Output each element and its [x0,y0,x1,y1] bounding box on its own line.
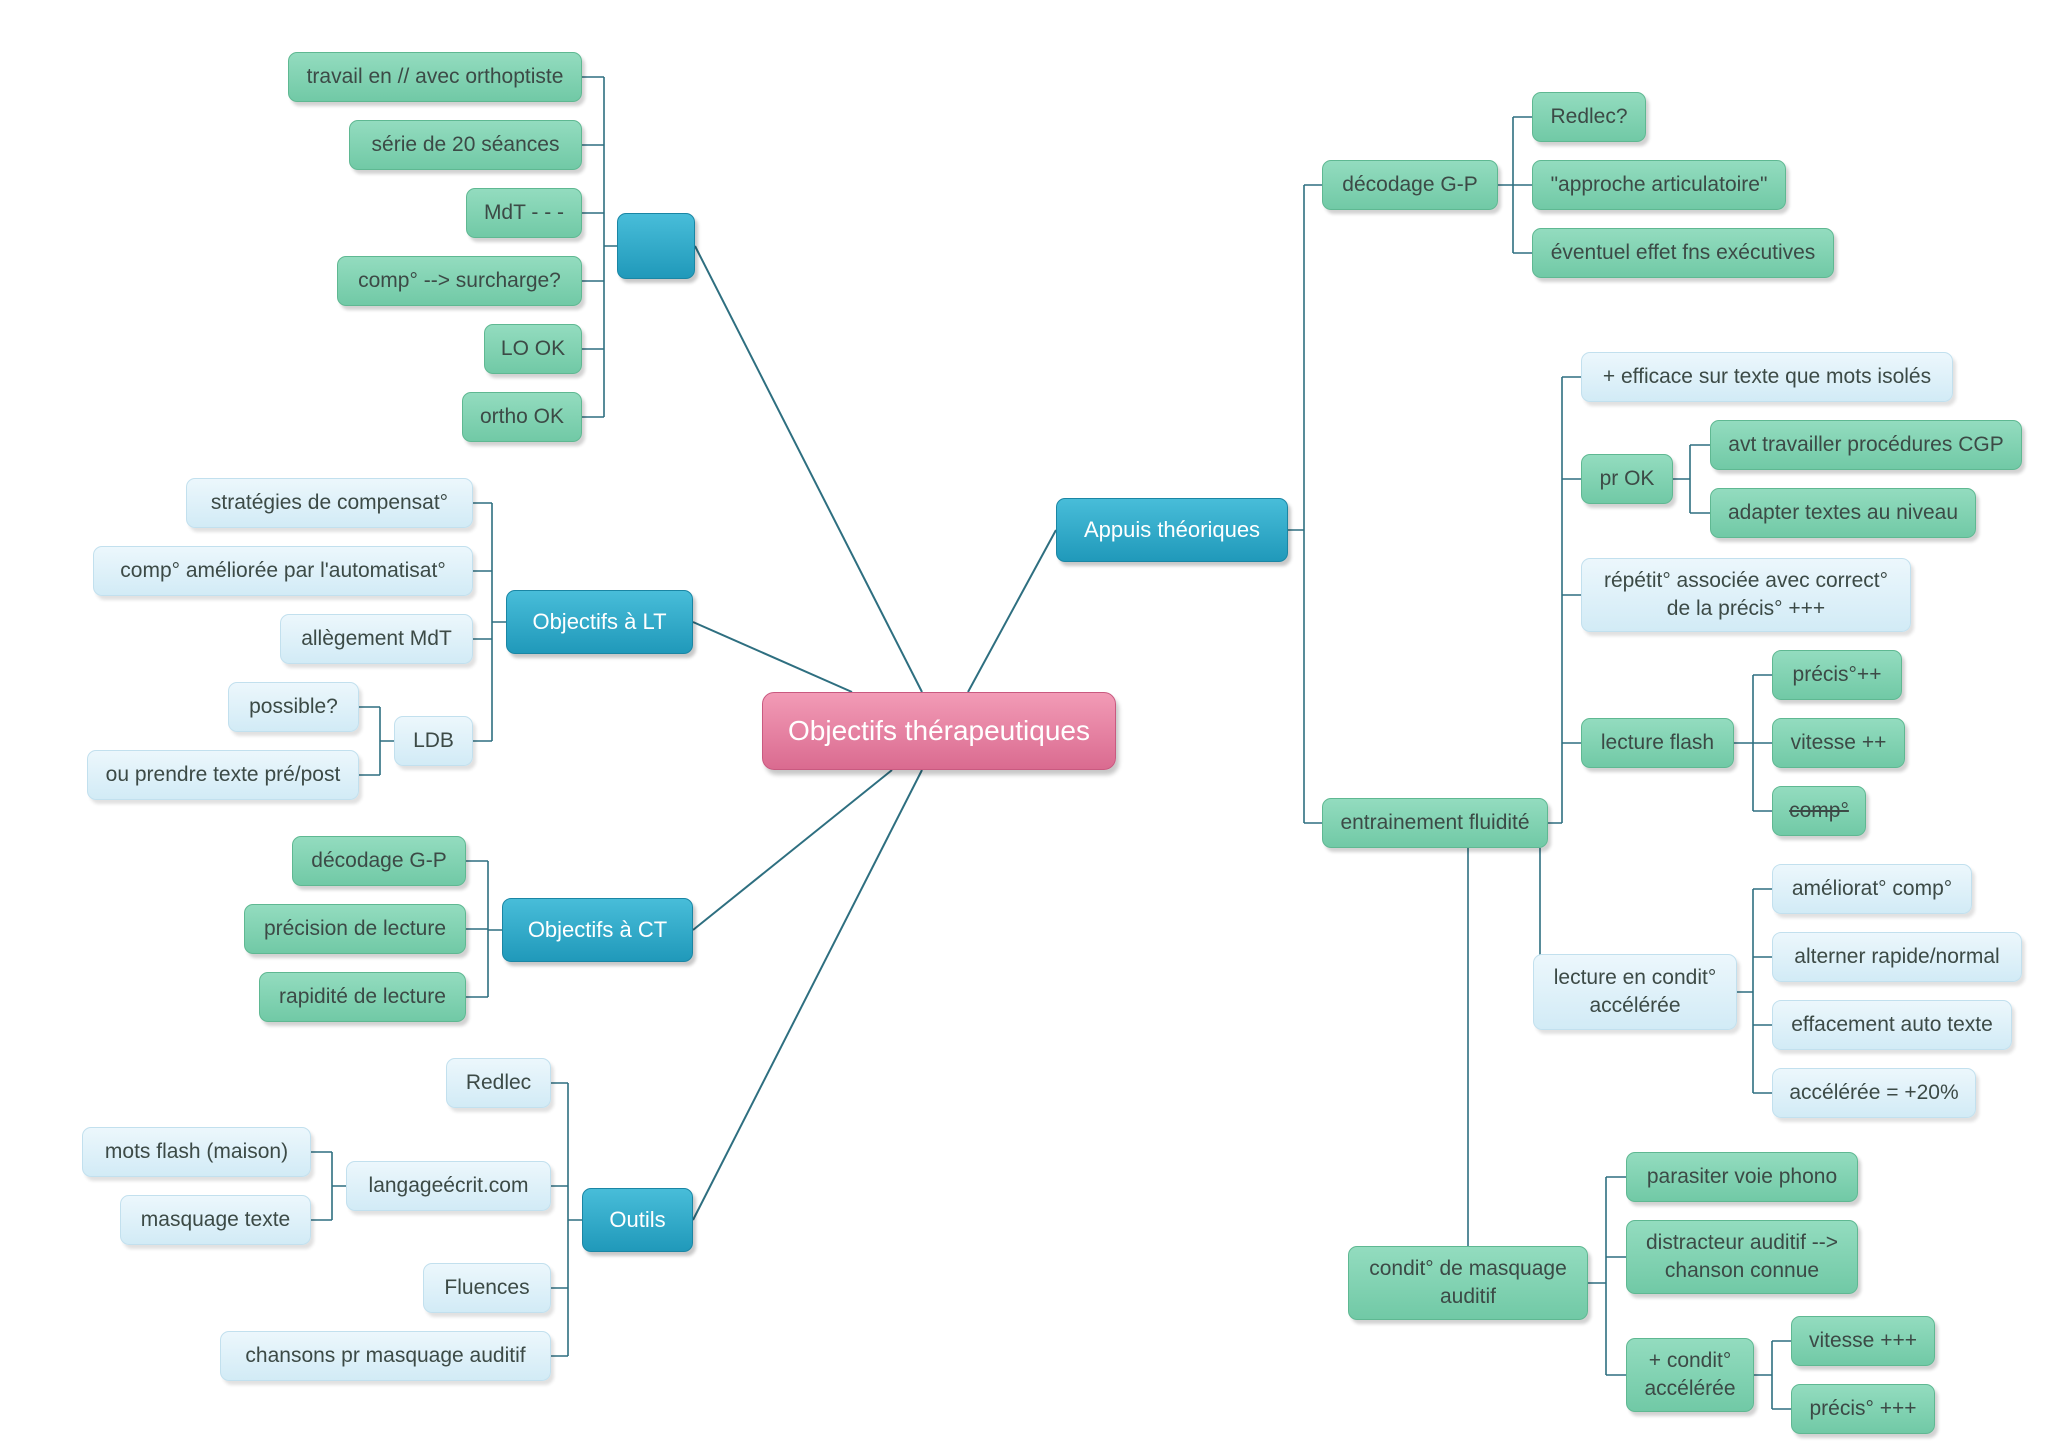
leaf-serie-20-seances[interactable]: série de 20 séances [349,120,582,170]
edge-root-ct [692,769,893,931]
node-langage-ecrit[interactable]: langageécrit.com [346,1161,551,1211]
branch-objectifs-ct[interactable]: Objectifs à CT [502,898,693,962]
branch-appuis-theoriques[interactable]: Appuis théoriques [1056,498,1288,562]
leaf-acceleree-20[interactable]: accélérée = +20% [1772,1068,1976,1118]
bracket-fluidite-upper [1548,376,1581,824]
bracket-ct [466,860,502,998]
root-node[interactable]: Objectifs thérapeutiques [762,692,1116,770]
leaf-repetit-correct[interactable]: répétit° associée avec correct° de la pr… [1581,558,1911,632]
leaf-effet-fns-executives[interactable]: éventuel effet fns exécutives [1532,228,1834,278]
branch-objectifs-lt[interactable]: Objectifs à LT [506,590,693,654]
node-lecture-flash[interactable]: lecture flash [1581,718,1734,768]
node-entrainement-fluidite[interactable]: entrainement fluidité [1322,798,1548,848]
leaf-allegement-mdt[interactable]: allègement MdT [280,614,473,664]
leaf-rapidite-lecture[interactable]: rapidité de lecture [259,972,466,1022]
leaf-distracteur-auditif[interactable]: distracteur auditif --> chanson connue [1626,1220,1858,1294]
bracket-langage [311,1151,346,1221]
edge-root-unnamed [694,245,923,693]
branch-unnamed[interactable] [617,213,695,279]
leaf-comp-flash[interactable]: comp° [1772,786,1866,836]
bracket-pr-ok [1673,444,1710,514]
leaf-comp-automatisat[interactable]: comp° améliorée par l'automatisat° [93,546,473,596]
leaf-adapter-textes[interactable]: adapter textes au niveau [1710,488,1976,538]
leaf-mots-flash[interactable]: mots flash (maison) [82,1127,311,1177]
leaf-travail-orthoptiste[interactable]: travail en // avec orthoptiste [288,52,582,102]
leaf-vitesse-flash[interactable]: vitesse ++ [1772,718,1905,768]
bracket-masquage [1588,1176,1626,1376]
edge-root-lt [692,621,853,693]
bracket-accel [1737,888,1772,1094]
bracket-lt [473,502,506,742]
leaf-precis-flash[interactable]: précis°++ [1772,650,1902,700]
leaf-comp-surcharge[interactable]: comp° --> surcharge? [337,256,582,306]
bracket-decodage [1498,116,1532,254]
leaf-amelioration-comp[interactable]: améliorat° comp° [1772,864,1972,914]
leaf-chansons-masquage[interactable]: chansons pr masquage auditif [220,1331,551,1381]
edge-root-appuis [967,529,1057,693]
leaf-strategies-compensat[interactable]: stratégies de compensat° [186,478,473,528]
leaf-alterner-rapide[interactable]: alterner rapide/normal [1772,932,2022,982]
edge-root-outils [692,769,923,1221]
node-pr-ok[interactable]: pr OK [1581,454,1673,504]
leaf-precision-lecture[interactable]: précision de lecture [244,904,466,954]
branch-outils[interactable]: Outils [582,1188,693,1252]
leaf-efficace-texte[interactable]: + efficace sur texte que mots isolés [1581,352,1953,402]
leaf-mdt[interactable]: MdT - - - [466,188,582,238]
node-masquage-auditif[interactable]: condit° de masquage auditif [1348,1246,1588,1320]
leaf-effacement-auto[interactable]: effacement auto texte [1772,1000,2012,1050]
bracket-unnamed [582,76,617,418]
leaf-approche-articulatoire[interactable]: "approche articulatoire" [1532,160,1786,210]
bracket-ldb [359,706,394,776]
leaf-avt-procedures-cgp[interactable]: avt travailler procédures CGP [1710,420,2022,470]
leaf-precis-plus[interactable]: précis° +++ [1791,1384,1935,1434]
leaf-parasiter-voie[interactable]: parasiter voie phono [1626,1152,1858,1202]
node-plus-condit-acceleree[interactable]: + condit° accélérée [1626,1338,1754,1412]
bracket-flash [1734,674,1772,812]
leaf-redlec-question[interactable]: Redlec? [1532,92,1646,142]
bracket-plus-condit [1754,1340,1791,1410]
leaf-possible[interactable]: possible? [228,682,359,732]
leaf-lo-ok[interactable]: LO OK [484,324,582,374]
leaf-redlec[interactable]: Redlec [446,1058,551,1108]
leaf-decodage-gp-ct[interactable]: décodage G-P [292,836,466,886]
leaf-masquage-texte[interactable]: masquage texte [120,1195,311,1245]
leaf-vitesse-plus[interactable]: vitesse +++ [1791,1316,1935,1366]
leaf-ortho-ok[interactable]: ortho OK [462,392,582,442]
node-ldb[interactable]: LDB [394,716,473,766]
bracket-outils [551,1082,582,1357]
leaf-fluences[interactable]: Fluences [423,1263,551,1313]
node-lecture-acceleree[interactable]: lecture en condit° accélérée [1533,954,1737,1030]
leaf-prendre-texte[interactable]: ou prendre texte pré/post [87,750,359,800]
bracket-appuis [1288,184,1322,824]
node-decodage-gp[interactable]: décodage G-P [1322,160,1498,210]
